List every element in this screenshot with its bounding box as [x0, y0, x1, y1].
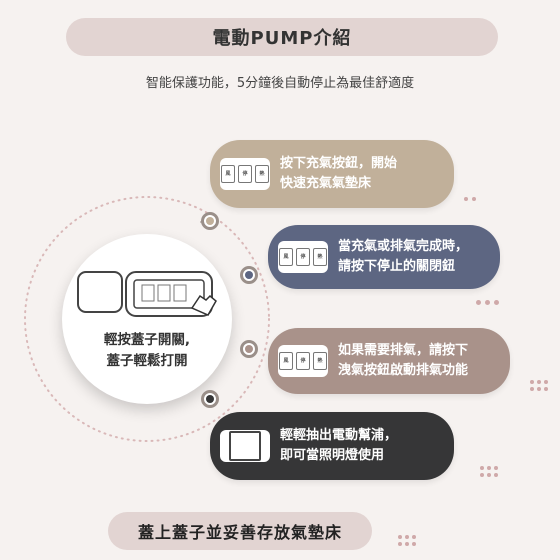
- center-caption-line1: 輕按蓋子開關,: [103, 332, 191, 348]
- decor-dots: [464, 197, 476, 201]
- pump-control-panel-icon: 風停熱: [278, 345, 328, 377]
- pump-lid-icon: [77, 271, 217, 317]
- pump-illustration-circle: 輕按蓋子開關, 蓋子輕鬆打開: [62, 234, 232, 404]
- lamp-icon: [220, 430, 270, 462]
- page-subtitle: 智能保護功能，5分鐘後自動停止為最佳舒適度: [145, 76, 415, 91]
- step4-node: [201, 390, 219, 408]
- page-title: 電動PUMP介紹: [66, 18, 498, 56]
- step3-bubble: 風停熱 如果需要排氣，請按下洩氣按鈕啟動排氣功能: [268, 328, 510, 394]
- step3-node: [240, 340, 258, 358]
- footer-caption: 蓋上蓋子並妥善存放氣墊床: [108, 512, 372, 550]
- step3-line2: 洩氣按鈕啟動排氣功能: [338, 363, 469, 378]
- step1-line2: 快速充氣氣墊床: [280, 176, 372, 191]
- pump-control-panel-icon: 風停熱: [220, 158, 270, 190]
- pump-control-panel-icon: 風停熱: [278, 241, 328, 273]
- center-caption: 輕按蓋子開關, 蓋子輕鬆打開: [62, 330, 232, 372]
- decor-dots: [398, 535, 416, 546]
- step4-line2: 即可當照明燈使用: [280, 448, 385, 463]
- decor-dots: [476, 300, 499, 305]
- step1-node: [201, 212, 219, 230]
- step2-bubble: 風停熱 當充氣或排氣完成時， 請按下停止的關閉鈕: [268, 225, 500, 289]
- step1-bubble: 風停熱 按下充氣按鈕，開始快速充氣氣墊床: [210, 140, 454, 208]
- step1-line1: 按下充氣按鈕，開始: [280, 156, 398, 171]
- step4-bubble: 輕輕抽出電動幫浦， 即可當照明燈使用: [210, 412, 454, 480]
- step4-line1: 輕輕抽出電動幫浦，: [280, 428, 398, 443]
- center-caption-line2: 蓋子輕鬆打開: [106, 353, 188, 369]
- step2-line1: 當充氣或排氣完成時，: [338, 239, 469, 254]
- step3-line1: 如果需要排氣，請按下: [338, 343, 469, 358]
- decor-dots: [480, 466, 498, 477]
- step2-node: [240, 266, 258, 284]
- step2-line2: 請按下停止的關閉鈕: [338, 259, 456, 274]
- decor-dots: [530, 380, 548, 391]
